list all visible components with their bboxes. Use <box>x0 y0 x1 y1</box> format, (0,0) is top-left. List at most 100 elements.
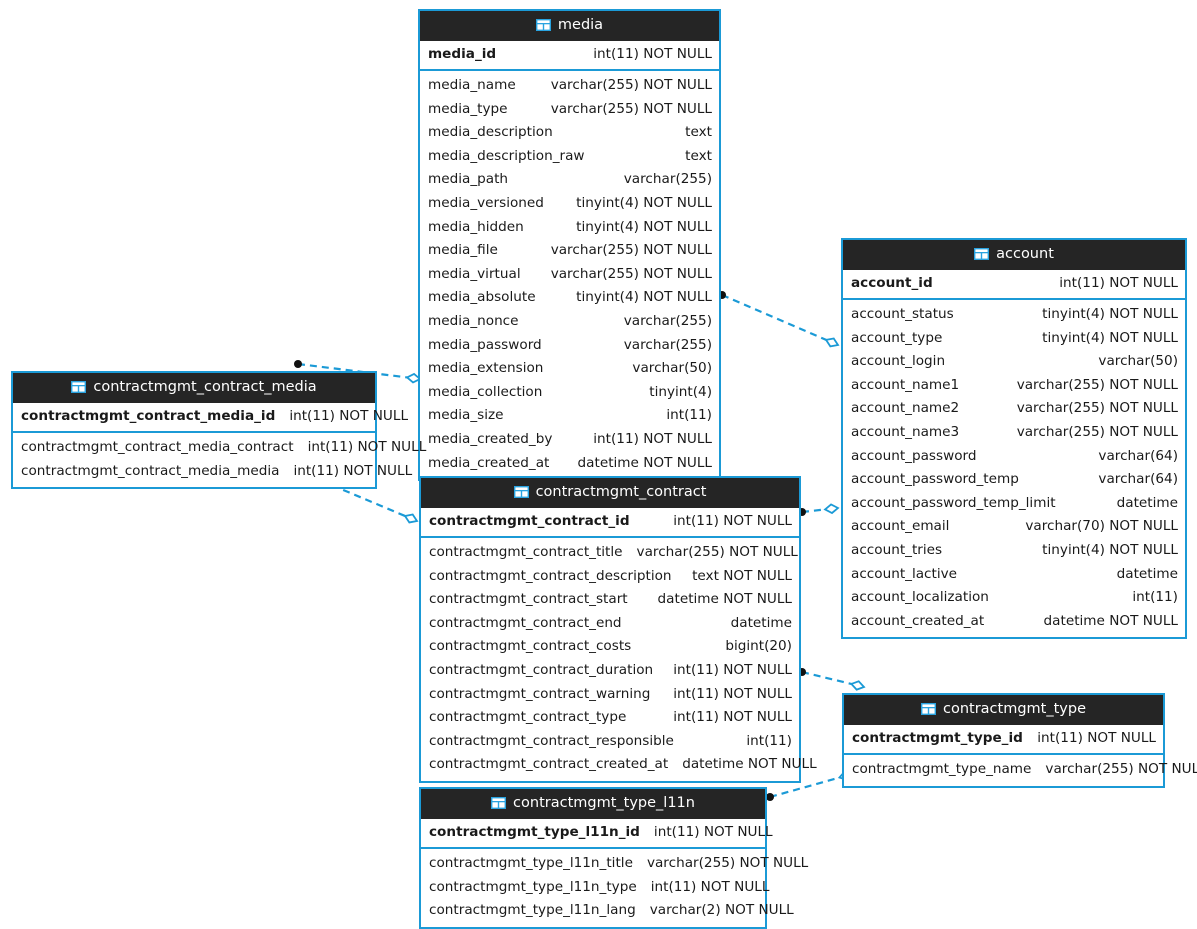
column-type: datetime NOT NULL <box>657 591 792 608</box>
column-name: contractmgmt_contract_end <box>429 614 622 631</box>
column-type: int(11) NOT NULL <box>673 662 792 679</box>
column-type: varchar(255) NOT NULL <box>550 242 712 259</box>
column-name: contractmgmt_type_l11n_lang <box>429 902 636 919</box>
column-type: datetime NOT NULL <box>1043 612 1178 629</box>
column-name: media_extension <box>428 360 544 377</box>
column-row: media_description_raw text <box>420 145 719 169</box>
column-name: account_login <box>851 353 946 370</box>
column-name: contractmgmt_type_l11n_type <box>429 878 637 895</box>
column-type: datetime NOT NULL <box>577 454 712 471</box>
column-row: media_file varchar(255) NOT NULL <box>420 239 719 263</box>
column-name: media_absolute <box>428 289 536 306</box>
column-type: int(11) NOT NULL <box>673 709 792 726</box>
column-name: contractmgmt_contract_media_id <box>21 407 276 424</box>
column-name: contractmgmt_contract_title <box>429 544 623 561</box>
column-type: tinyint(4) NOT NULL <box>1042 306 1178 323</box>
relationship-target-diamond <box>403 513 419 524</box>
column-type: int(11) NOT NULL <box>1059 274 1178 291</box>
column-type: int(11) NOT NULL <box>593 45 712 62</box>
column-name: media_file <box>428 242 498 259</box>
entity-header-account: account <box>843 240 1185 270</box>
column-type: text <box>685 147 712 164</box>
entity-header-contractmgmt-type: contractmgmt_type <box>844 695 1163 725</box>
column-row: account_tries tinyint(4) NOT NULL <box>843 539 1185 563</box>
column-type: tinyint(4) <box>649 383 712 400</box>
entity-contractmgmt-contract[interactable]: contractmgmt_contract contractmgmt_contr… <box>419 476 817 784</box>
column-name: media_id <box>428 45 497 62</box>
table-icon <box>920 703 936 716</box>
column-type: tinyint(4) NOT NULL <box>1042 542 1178 559</box>
column-name: media_size <box>428 407 504 424</box>
entity-media[interactable]: media media_id int(11) NOT NULL media_na… <box>418 9 721 482</box>
column-name: media_nonce <box>428 313 519 330</box>
column-name: account_email <box>851 518 950 535</box>
column-name: media_hidden <box>428 218 524 235</box>
entity-title: account <box>996 246 1054 262</box>
entity-account[interactable]: account account_id int(11) NOT NULL acco… <box>841 238 1187 640</box>
entity-title: contractmgmt_contract_media <box>93 379 317 395</box>
column-name: account_name1 <box>851 376 960 393</box>
column-type: datetime NOT NULL <box>682 756 817 773</box>
relationship-source-dot <box>294 360 302 368</box>
column-name: account_password_temp_limit <box>851 494 1056 511</box>
relationship-target-diamond <box>824 337 840 348</box>
column-type: int(11) <box>666 407 712 424</box>
column-type: varchar(255) <box>623 313 712 330</box>
relationship-contractmgmt_contract-to-account <box>798 503 840 516</box>
column-name: contractmgmt_contract_start <box>429 591 628 608</box>
column-name: account_localization <box>851 589 989 606</box>
relationship-line <box>721 293 833 344</box>
column-name: contractmgmt_type_l11n_id <box>429 823 640 840</box>
entity-title: contractmgmt_type <box>942 701 1086 717</box>
column-type: varchar(64) <box>1098 447 1178 464</box>
column-name: media_type <box>428 100 508 117</box>
entity-header-contractmgmt-contract-media: contractmgmt_contract_media <box>13 373 375 403</box>
entity-contractmgmt-type[interactable]: contractmgmt_type contractmgmt_type_id i… <box>842 693 1197 788</box>
column-type: varchar(255) NOT NULL <box>550 77 712 94</box>
entity-contractmgmt-contract-media[interactable]: contractmgmt_contract_media contractmgmt… <box>11 371 426 490</box>
column-name: account_tries <box>851 542 943 559</box>
column-name: contractmgmt_contract_media_media <box>21 462 280 479</box>
column-type: tinyint(4) NOT NULL <box>1042 329 1178 346</box>
column-row: contractmgmt_contract_start datetime NOT … <box>421 588 799 612</box>
column-name: media_description_raw <box>428 147 585 164</box>
column-name: contractmgmt_contract_warning <box>429 685 651 702</box>
column-name: media_password <box>428 336 542 353</box>
column-type: varchar(2) NOT NULL <box>649 902 794 919</box>
column-name: media_path <box>428 171 509 188</box>
column-type: int(11) <box>746 732 792 749</box>
column-type: int(11) NOT NULL <box>307 439 427 456</box>
column-name: contractmgmt_contract_created_at <box>429 756 669 773</box>
column-name: media_collection <box>428 383 543 400</box>
column-type: int(11) NOT NULL <box>593 431 712 447</box>
column-name: account_type <box>851 329 943 346</box>
primary-key-row: media_id int(11) NOT NULL <box>420 41 719 72</box>
primary-key-row: contractmgmt_type_l11n_id int(11) NOT NU… <box>421 819 773 850</box>
column-type: varchar(255) NOT NULL <box>1016 376 1178 393</box>
table-icon <box>491 797 507 810</box>
entity-contractmgmt-type-l11n[interactable]: contractmgmt_type_l11n contractmgmt_type… <box>419 787 808 929</box>
column-name: contractmgmt_type_id <box>852 729 1023 746</box>
table-icon <box>71 381 87 394</box>
